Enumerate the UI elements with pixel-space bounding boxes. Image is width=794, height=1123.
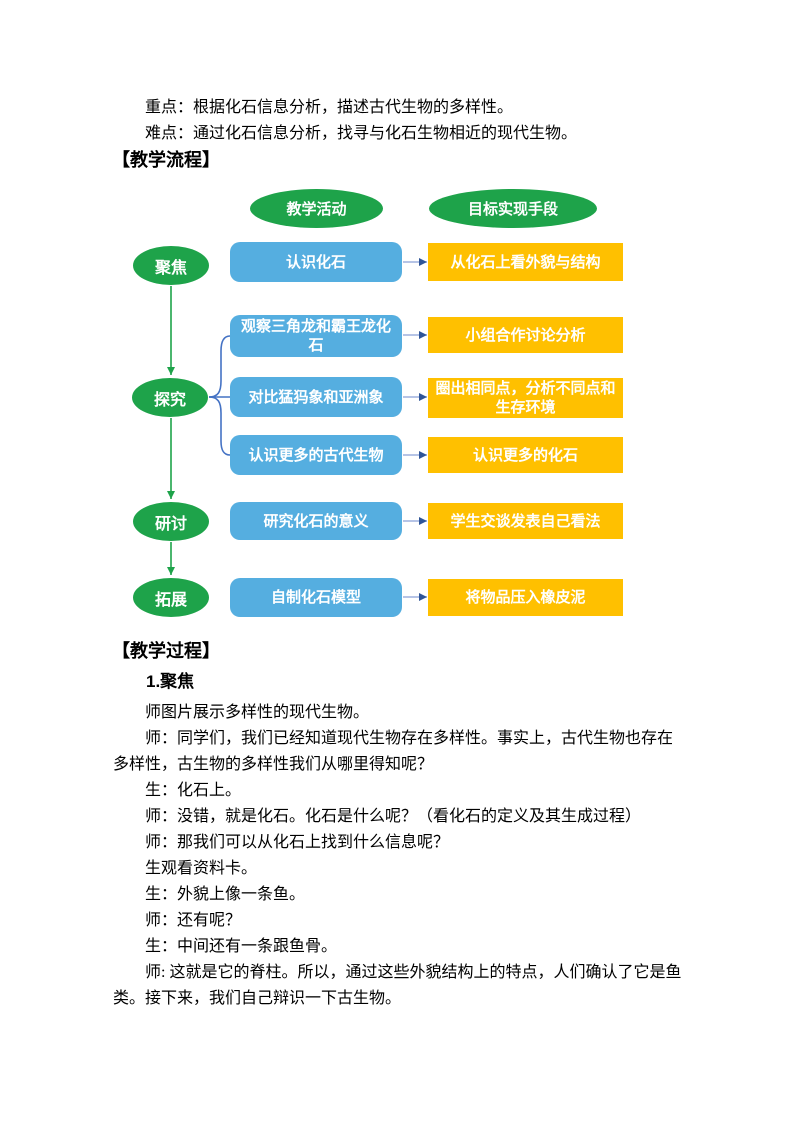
method-box-1: 从化石上看外貌与结构	[428, 243, 623, 281]
dialogue-line: 生：外貌上像一条鱼。	[145, 886, 306, 903]
activity-box-5: 研究化石的意义	[230, 502, 402, 540]
stage-extend: 拓展	[133, 578, 209, 617]
activity-box-3: 对比猛犸象和亚洲象	[230, 377, 402, 417]
method-box-4: 认识更多的化石	[428, 437, 623, 473]
column-header-method: 目标实现手段	[429, 189, 597, 228]
key-difficult-points: 重点：根据化石信息分析，描述古代生物的多样性。 难点：通过化石信息分析，找寻与化…	[113, 95, 683, 147]
dialogue-block: 师图片展示多样性的现代生物。 师：同学们，我们已经知道现代生物存在多样性。事实上…	[113, 700, 683, 1012]
section-title-teaching-process: 【教学过程】	[112, 641, 220, 661]
activity-box-4: 认识更多的古代生物	[230, 435, 402, 475]
column-header-activity: 教学活动	[250, 189, 383, 228]
key-point-line: 重点：根据化石信息分析，描述古代生物的多样性。	[145, 99, 514, 116]
dialogue-line: 师：同学们，我们已经知道现代生物存在多样性。事实上，古代生物也存在多样性，古生物…	[113, 730, 674, 773]
dialogue-line: 师：没错，就是化石。化石是什么呢？（看化石的定义及其生成过程）	[145, 808, 642, 825]
dialogue-line: 师：那我们可以从化石上找到什么信息呢？	[145, 834, 450, 851]
method-box-5: 学生交谈发表自己看法	[428, 503, 623, 539]
method-box-6: 将物品压入橡皮泥	[428, 579, 623, 616]
dialogue-line: 生：化石上。	[145, 782, 242, 799]
section-title-teaching-flow: 【教学流程】	[112, 150, 220, 170]
method-box-3: 圈出相同点，分析不同点和生存环境	[428, 378, 623, 418]
dialogue-line: 师图片展示多样性的现代生物。	[145, 704, 370, 721]
dialogue-line: 师: 这就是它的脊柱。所以，通过这些外貌结构上的特点，人们确认了它是鱼类。接下来…	[113, 964, 682, 1007]
brace-explore-bottom	[208, 396, 231, 456]
activity-box-1: 认识化石	[230, 242, 402, 282]
method-box-2: 小组合作讨论分析	[428, 317, 623, 353]
stage-focus: 聚焦	[133, 246, 209, 285]
activity-box-6: 自制化石模型	[230, 578, 402, 617]
dialogue-line: 生观看资料卡。	[145, 860, 258, 877]
activity-box-2: 观察三角龙和霸王龙化石	[230, 315, 402, 357]
stage-explore: 探究	[132, 378, 208, 417]
teaching-flow-diagram: 教学活动 目标实现手段 聚焦 探究 研讨 拓展 认识化石 观察三角龙和霸王龙化石…	[0, 185, 794, 633]
brace-explore-top	[208, 335, 231, 398]
stage-discuss: 研讨	[133, 502, 209, 541]
difficult-point-line: 难点：通过化石信息分析，找寻与化石生物相近的现代生物。	[145, 125, 578, 142]
dialogue-line: 生：中间还有一条跟鱼骨。	[145, 938, 338, 955]
subsection-title-focus: 1.聚焦	[146, 672, 195, 691]
dialogue-line: 师：还有呢？	[145, 912, 242, 929]
